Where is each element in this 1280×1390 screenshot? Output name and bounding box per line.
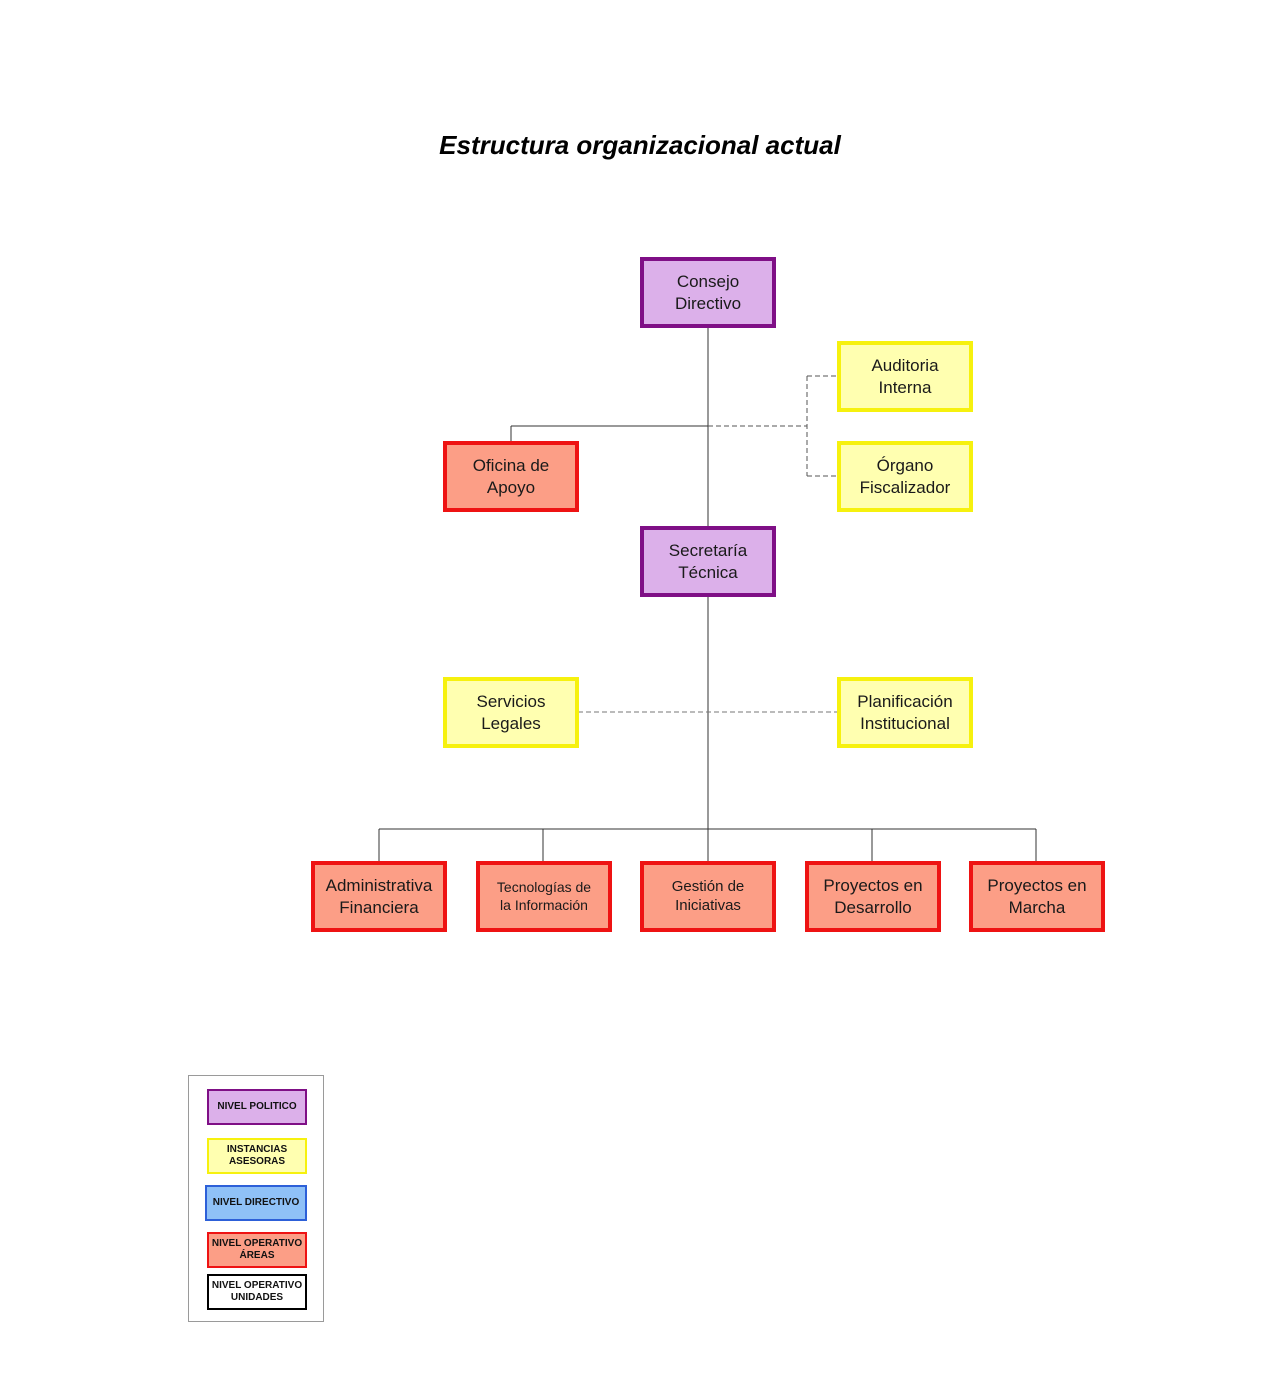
node-consejo-directivo: Consejo Directivo bbox=[640, 257, 776, 328]
legend: NIVEL POLITICO INSTANCIAS ASESORAS NIVEL… bbox=[188, 1075, 324, 1322]
node-administrativa-financiera: Administrativa Financiera bbox=[311, 861, 447, 932]
node-tecnologias-informacion: Tecnologías de la Información bbox=[476, 861, 612, 932]
node-secretaria-tecnica: Secretaría Técnica bbox=[640, 526, 776, 597]
node-proyectos-desarrollo: Proyectos en Desarrollo bbox=[805, 861, 941, 932]
node-planificacion-institucional: Planificación Institucional bbox=[837, 677, 973, 748]
page-title: Estructura organizacional actual bbox=[439, 130, 841, 160]
legend-item-directivo: NIVEL DIRECTIVO bbox=[205, 1185, 307, 1221]
legend-item-operativo-unidades: NIVEL OPERATIVO UNIDADES bbox=[207, 1274, 307, 1310]
legend-item-operativo-areas: NIVEL OPERATIVO ÁREAS bbox=[207, 1232, 307, 1268]
node-gestion-iniciativas: Gestión de Iniciativas bbox=[640, 861, 776, 932]
node-oficina-apoyo: Oficina de Apoyo bbox=[443, 441, 579, 512]
node-auditoria-interna: Auditoria Interna bbox=[837, 341, 973, 412]
legend-item-asesoras: INSTANCIAS ASESORAS bbox=[207, 1138, 307, 1174]
legend-item-politico: NIVEL POLITICO bbox=[207, 1089, 307, 1125]
node-organo-fiscalizador: Órgano Fiscalizador bbox=[837, 441, 973, 512]
node-proyectos-marcha: Proyectos en Marcha bbox=[969, 861, 1105, 932]
node-servicios-legales: Servicios Legales bbox=[443, 677, 579, 748]
